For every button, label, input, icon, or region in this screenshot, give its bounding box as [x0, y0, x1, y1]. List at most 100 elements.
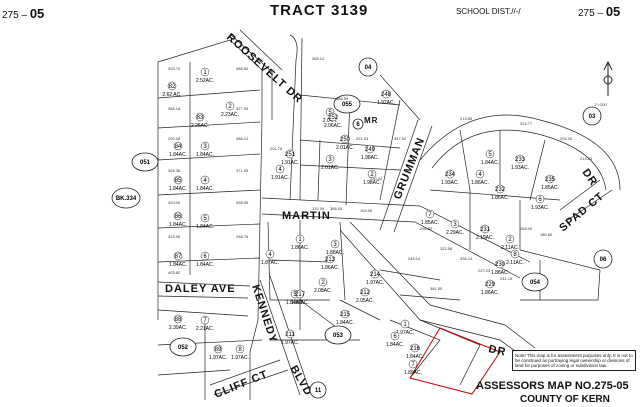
bubble-b052: 052 [169, 337, 197, 357]
lot-acreage: 1.84AC. [196, 262, 214, 268]
lot-7[interactable]: 71.85AC. [421, 209, 439, 226]
lot-number: 248 [381, 92, 392, 98]
lot-acreage: 2.23AC. [221, 112, 239, 118]
lot-acreage: 2.62 AC. [162, 92, 181, 98]
lot-acreage: 2.39AC. [169, 325, 187, 331]
lot-3[interactable]: 32.29AC. [446, 219, 464, 236]
lot-5[interactable]: 51.84AC. [196, 213, 214, 230]
lot-number: 252 [328, 115, 339, 121]
lot-number: 3 [203, 144, 207, 150]
dimension-label: 180.60 [540, 232, 553, 237]
lot-86[interactable]: 861.84AC. [169, 211, 187, 228]
lot-number: 216 [410, 346, 421, 352]
lot-88[interactable]: 882.39AC. [169, 314, 187, 331]
lot-3[interactable]: 31.84AC. [196, 141, 214, 158]
lot-2[interactable]: 22.11AC. [501, 234, 519, 251]
dimension-label: 213.83 [580, 156, 593, 161]
lot-acreage: 1.86AC. [291, 245, 309, 251]
lot-2[interactable]: 22.08AC. [314, 277, 332, 294]
lot-83[interactable]: 832.25AC. [191, 112, 209, 129]
lot-labels: 12.52AC.822.62 AC.22.23AC.832.25AC.841.8… [162, 67, 559, 376]
lot-5[interactable]: 52.04A. [323, 107, 337, 124]
lot-1[interactable]: 11.97AC. [396, 319, 414, 336]
lot-number: 230 [495, 262, 506, 268]
lot-acreage: 1.84AC. [169, 152, 187, 158]
dimension-label: 268.76 [236, 234, 249, 239]
bubble-b03: 03 [582, 106, 602, 126]
lot-3[interactable]: 32.01AC. [321, 154, 339, 171]
book-right-page: 05 [605, 4, 621, 19]
lot-4[interactable]: 41.91AC. [271, 164, 289, 181]
bubble-label: 06 [600, 257, 607, 263]
lot-acreage: 1.84AC. [406, 354, 424, 360]
lot-7[interactable]: 72.21AC. [196, 315, 214, 332]
lot-5[interactable]: 51.84AC. [481, 149, 499, 166]
lot-number: 83 [197, 115, 204, 121]
lot-number: 1 [203, 70, 207, 76]
lot-number: 251 [285, 152, 296, 158]
dimension-label: 386.18 [168, 106, 181, 111]
lot-6[interactable]: 61.93AC. [531, 194, 549, 211]
lot-6[interactable]: 6 1.84AC. [196, 251, 214, 268]
lot-2[interactable]: 22.23AC. [221, 101, 239, 118]
dimension-label: 201.78 [270, 146, 283, 151]
street-martin: MARTIN [282, 210, 331, 222]
lot-number: 84 [175, 144, 182, 150]
lot-3[interactable]: 31.88AC. [326, 239, 344, 256]
lot-4[interactable]: 41.84AC. [196, 175, 214, 192]
lot-number: 86 [175, 214, 182, 220]
lot-2[interactable]: 21.98AC. [363, 169, 381, 186]
lot-82[interactable]: 822.62 AC. [162, 81, 182, 98]
lot-number: 8 [238, 347, 242, 353]
lot-84[interactable]: 84 1.84AC. [169, 141, 187, 158]
dimension-label: 194.05 [360, 208, 373, 213]
dimension-label: 241.15 [500, 276, 513, 281]
lot-89[interactable]: 891.97AC. [209, 344, 227, 361]
lot-87[interactable]: 871.84AC. [169, 251, 187, 268]
lot-number: 6 [203, 254, 207, 260]
dimension-label: 336.14 [460, 256, 473, 261]
dimension-labels: 393.70386.18290.08326.36420.09323.05403.… [168, 56, 593, 291]
lot-8[interactable]: 82.11AC. [506, 249, 524, 266]
lot-acreage: 2.01AC. [321, 165, 339, 171]
dimension-label: 347.52 [394, 136, 407, 141]
lot-8[interactable]: 81.97AC. [231, 344, 249, 361]
lot-6[interactable]: 61.84AC. [386, 331, 404, 348]
lot-4[interactable]: 41.86AC. [471, 169, 489, 186]
lot-85[interactable]: 851.84AC. [169, 175, 187, 192]
bubble-label: 04 [365, 65, 372, 71]
lot-216[interactable]: 216 1.84AC. [406, 343, 424, 360]
lot-acreage: 1.85AC. [421, 220, 439, 226]
lot-4[interactable]: 41.87AC. [261, 249, 279, 266]
lot-1[interactable]: 12.52AC. [196, 67, 214, 84]
lot-7[interactable]: 71.89AC. [404, 359, 422, 376]
footer-number: 275-05 [594, 380, 629, 392]
lot-acreage: 1.97AC. [366, 280, 384, 286]
lot-number: 3 [453, 222, 457, 228]
dimension-label: 386.12 [236, 136, 249, 141]
school-district: SCHOOL DIST.//-/ [456, 7, 521, 16]
dimension-label: 230.42 [370, 176, 383, 181]
lot-number: 85 [175, 178, 182, 184]
lot-number: 4 [203, 178, 207, 184]
lot-1[interactable]: 11.86AC. [291, 234, 309, 251]
